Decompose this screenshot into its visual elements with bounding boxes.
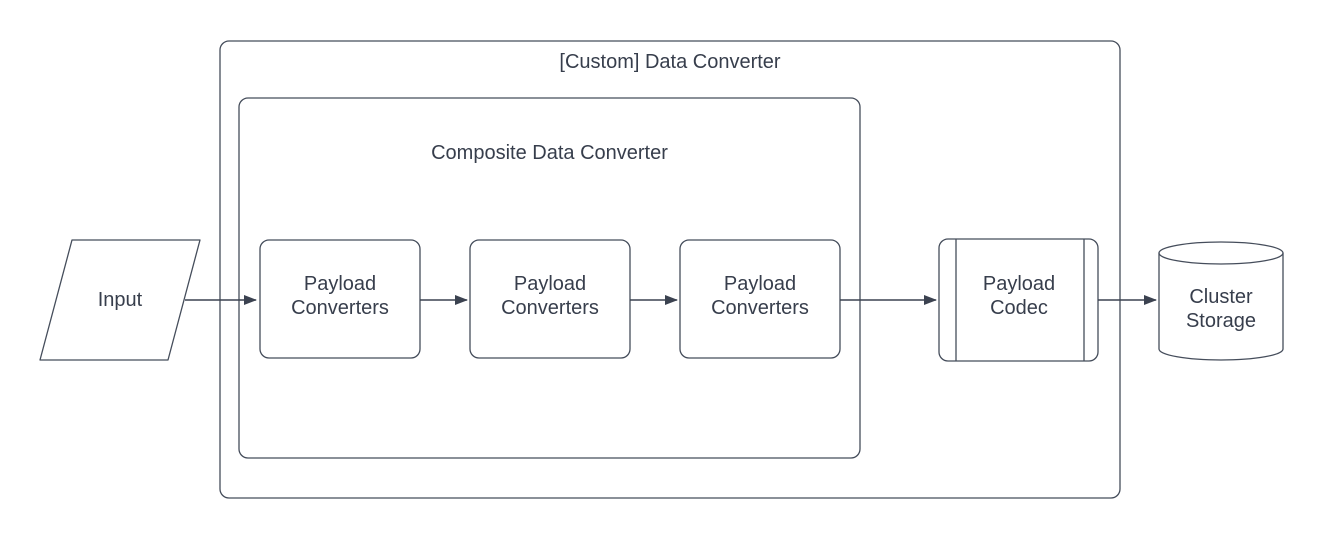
payload-converters-1-label: Payload Converters [291, 273, 389, 319]
cluster-storage-top [1158, 241, 1284, 265]
cluster-storage-body [1158, 253, 1284, 361]
composite-data-converter-container [238, 97, 861, 459]
custom-data-converter-container [219, 40, 1121, 499]
payload-converters-3-label: Payload Converters [711, 273, 809, 319]
payload-codec-label: Payload Codec [982, 273, 1056, 319]
payload-converters-2-label: Payload Converters [501, 273, 599, 319]
payload-converters-node-1 [259, 239, 421, 359]
cluster-storage-node [1158, 241, 1284, 361]
payload-converters-node-2 [469, 239, 631, 359]
input-label: Input [97, 289, 143, 311]
cluster-storage-label: Cluster Storage [1185, 286, 1257, 332]
payload-converters-node-3 [679, 239, 841, 359]
inner-group-title: Composite Data Converter [431, 142, 668, 164]
outer-group-title: [Custom] Data Converter [559, 51, 781, 73]
input-node [39, 239, 201, 361]
